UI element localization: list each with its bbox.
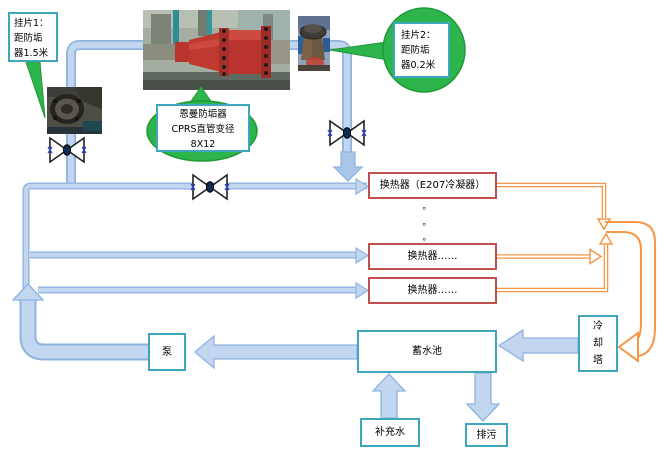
makeup-to-reservoir-arrow xyxy=(371,373,407,419)
reservoir-to-blowdown-arrow xyxy=(465,372,501,422)
callout2-line3: 器0.2米 xyxy=(401,60,436,71)
ellipsis-dot: 。 xyxy=(422,233,432,243)
callout-coupon2: 挂片2： 距防垢 器0.2米 xyxy=(393,22,450,78)
cooling-tower-char3: 塔 xyxy=(593,355,603,366)
photo-coupon2-valve xyxy=(298,16,330,71)
orange-line-to-cooling-tower xyxy=(605,221,656,363)
callout1-line3: 器1.5米 xyxy=(14,48,49,59)
pump-box: 泵 xyxy=(148,333,186,371)
exchanger1-box: 换热器（E207冷凝器） xyxy=(368,172,497,199)
photo-coupon1-fitting xyxy=(47,87,102,134)
exchanger-ellipsis: 。 。 。 xyxy=(417,200,437,246)
callout1-line1: 挂片1： xyxy=(14,18,49,29)
callout2-line1: 挂片2： xyxy=(401,30,436,41)
orange-return-exchanger2 xyxy=(497,248,603,265)
reservoir-box: 蓄水池 xyxy=(357,330,497,373)
callout-device-label: 恩曼防垢器 CPRS直管变径 8X12 xyxy=(156,104,250,152)
exchanger3-box: 换热器…… xyxy=(368,277,497,304)
valve-icon-bypass-outlet xyxy=(327,119,367,147)
cooling-tower-char2: 却 xyxy=(593,338,603,349)
callout1-line2: 距防垢 xyxy=(14,33,43,44)
ellipsis-dot: 。 xyxy=(422,202,432,212)
callout2-line2: 距防垢 xyxy=(401,45,430,56)
ellipsis-dot: 。 xyxy=(422,217,432,228)
cooling-tower-box: 冷 却 塔 xyxy=(578,315,618,372)
exchanger2-box: 换热器…… xyxy=(368,243,497,270)
blowdown-box: 排污 xyxy=(465,423,508,447)
photo-antiscale-device xyxy=(143,10,290,90)
makeup-water-box: 补充水 xyxy=(360,418,420,447)
pipe-arrowheads-into-exchangers xyxy=(355,177,370,300)
device-callout-line2: CPRS直管变径 xyxy=(171,124,235,135)
reservoir-to-pump-arrow xyxy=(193,334,358,370)
orange-return-exchanger3 xyxy=(497,232,614,293)
orange-return-exchanger1 xyxy=(497,182,612,231)
valve-icon-main-line xyxy=(190,173,230,201)
device-callout-line3: 8X12 xyxy=(190,139,216,150)
bypass-down-arrow xyxy=(332,151,364,182)
cooling-tower-to-reservoir-arrow xyxy=(497,328,579,363)
pump-return-pipe xyxy=(11,283,149,361)
callout-coupon1: 挂片1： 距防垢 器1.5米 xyxy=(8,12,58,62)
device-callout-line1: 恩曼防垢器 xyxy=(179,109,227,120)
cooling-tower-char1: 冷 xyxy=(593,321,603,332)
main-supply-pipe xyxy=(22,182,367,292)
callout1-pointer xyxy=(25,61,46,119)
valve-icon-coupon1-branch xyxy=(47,136,87,164)
